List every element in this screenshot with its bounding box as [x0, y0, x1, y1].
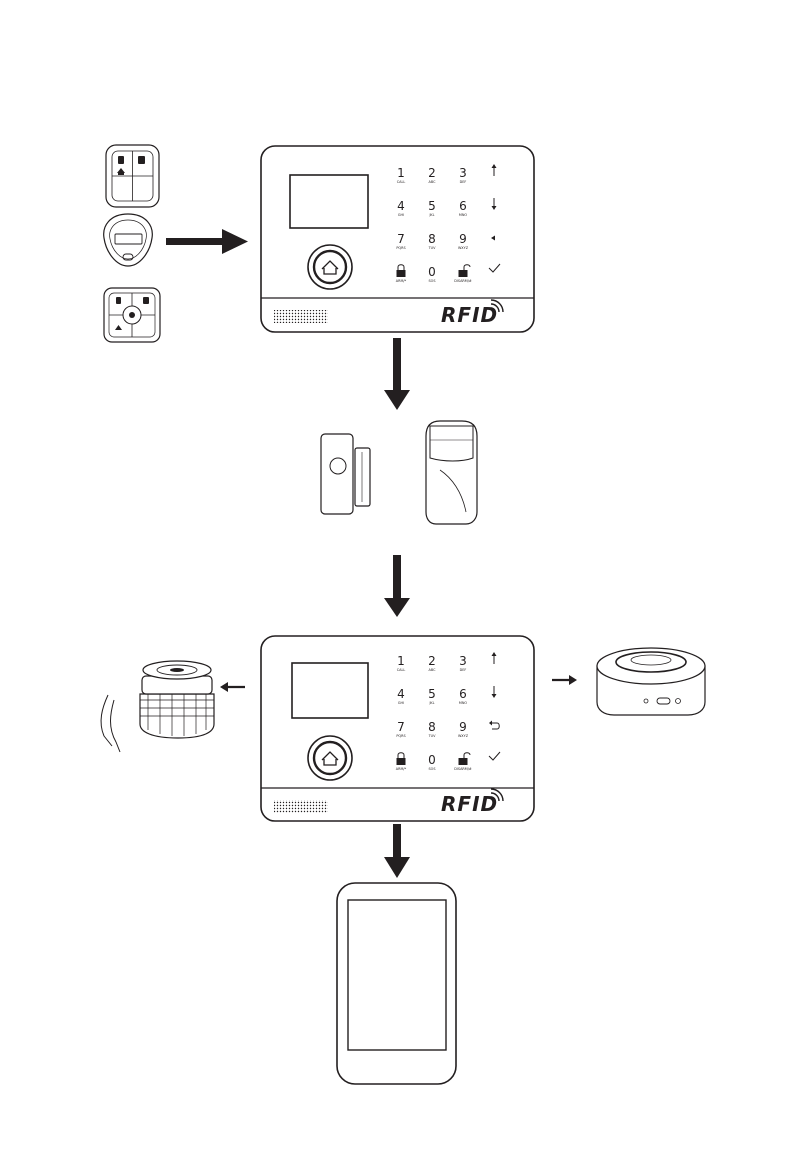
wireless-siren-icon: [597, 648, 705, 715]
pir-sensor-icon: [426, 421, 477, 524]
key-2: 2: [428, 166, 436, 180]
key-4: 4: [397, 687, 405, 701]
key-1-letters: CALL: [397, 668, 406, 672]
key-9-letters: WXYZ: [458, 734, 469, 738]
disarm-label: DISARM/#: [454, 767, 472, 771]
arrow-panel-to-sensors: [384, 338, 410, 410]
key-5: 5: [428, 687, 436, 701]
key-3-letters: DEF: [460, 180, 467, 184]
key-1: 1: [397, 166, 405, 180]
key-1-letters: CALL: [397, 180, 406, 184]
key-5-letters: JKL: [428, 701, 434, 705]
round-remote-icon: [104, 288, 160, 342]
key-2-letters: ABC: [429, 180, 437, 184]
key-1: 1: [397, 654, 405, 668]
rfid-logo: RFID: [441, 792, 498, 816]
key-5-letters: JKL: [428, 213, 434, 217]
key-6-letters: MNO: [459, 701, 467, 705]
home-button: [308, 736, 352, 780]
key-9: 9: [459, 232, 467, 246]
key-3: 3: [459, 166, 467, 180]
key-4: 4: [397, 199, 405, 213]
arm-label: ARM/*: [396, 279, 407, 283]
arrow-remotes-to-panel: [166, 229, 248, 254]
key-0-letters: SOS: [429, 767, 436, 771]
key-2-letters: ABC: [429, 668, 437, 672]
lcd-screen: [290, 175, 368, 228]
key-7: 7: [397, 720, 405, 734]
rfid-logo: RFID: [441, 303, 498, 327]
key-7: 7: [397, 232, 405, 246]
home-button: [308, 245, 352, 289]
arm-label: ARM/*: [396, 767, 407, 771]
key-8-letters: TUV: [428, 246, 437, 250]
key-6-letters: MNO: [459, 213, 467, 217]
phone-screen: [348, 900, 446, 1050]
rfid-tag-icon: [104, 214, 153, 266]
key-3: 3: [459, 654, 467, 668]
speaker-grille: [274, 310, 328, 323]
key-8: 8: [428, 720, 436, 734]
key-0-letters: SOS: [429, 279, 436, 283]
smartphone-icon: [337, 883, 456, 1084]
key-6: 6: [459, 687, 467, 701]
key-7-letters: PQRS: [396, 246, 405, 250]
arrow-panel-to-wireless-siren: [552, 675, 577, 685]
key-9: 9: [459, 720, 467, 734]
lcd-screen: [292, 663, 368, 718]
key-4-letters: GHI: [398, 213, 404, 217]
wired-siren-icon: [101, 661, 214, 752]
key-2: 2: [428, 654, 436, 668]
key-0: 0: [428, 753, 436, 767]
arrow-panel-to-siren: [220, 682, 245, 692]
disarm-label: DISARM/#: [454, 279, 472, 283]
arrow-sensors-to-panel: [384, 555, 410, 617]
key-5: 5: [428, 199, 436, 213]
key-6: 6: [459, 199, 467, 213]
key-7-letters: PQRS: [396, 734, 405, 738]
key-8-letters: TUV: [428, 734, 437, 738]
key-9-letters: WXYZ: [458, 246, 469, 250]
door-sensor-icon: [321, 434, 370, 514]
key-4-letters: GHI: [398, 701, 404, 705]
key-8: 8: [428, 232, 436, 246]
key-fob-icon: [106, 145, 159, 207]
arrow-panel-to-phone: [384, 824, 410, 878]
key-3-letters: DEF: [460, 668, 467, 672]
key-0: 0: [428, 265, 436, 279]
speaker-grille: [274, 800, 328, 813]
